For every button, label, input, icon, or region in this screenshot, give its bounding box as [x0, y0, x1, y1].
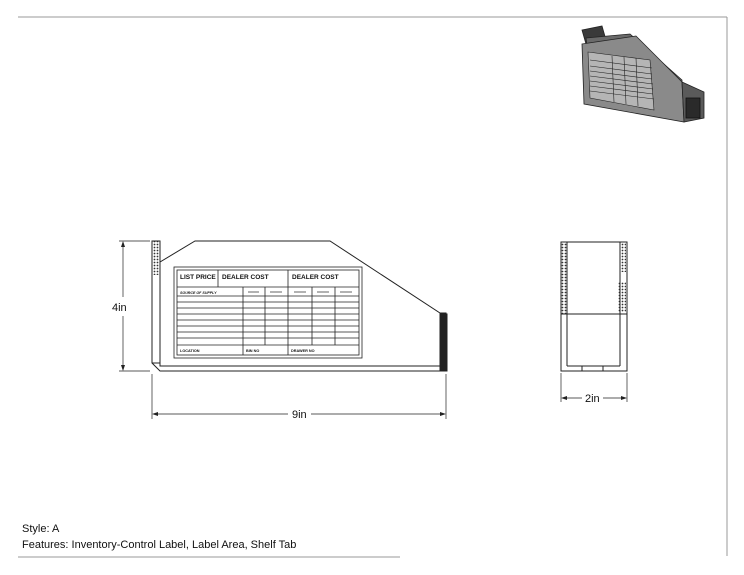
- inventory-control-label: [173, 266, 363, 359]
- front-view: [151, 240, 448, 372]
- depth-dimension-label: 2in: [585, 393, 600, 405]
- label-list-price: LIST PRICE: [180, 274, 216, 281]
- iso-shelf-tab: [685, 97, 701, 119]
- front-shelf-tab: [440, 313, 448, 372]
- side-left-hatch: [561, 242, 567, 314]
- height-dimension: [119, 240, 150, 372]
- label-drawer-no: DRAWER NO: [291, 349, 315, 353]
- label-location: LOCATION: [180, 349, 200, 353]
- side-right-hatch-top: [620, 242, 626, 272]
- side-shelf-tab-hatch: [618, 282, 626, 312]
- isometric-view: [581, 25, 705, 123]
- side-view-outline: [560, 241, 628, 372]
- depth-dimension: [560, 373, 628, 402]
- front-left-tab-hatch: [152, 241, 159, 275]
- front-view-inner-edge: [159, 262, 440, 367]
- width-dimension-label: 9in: [292, 409, 307, 421]
- label-dealer-cost-2: DEALER COST: [292, 274, 339, 281]
- features-caption: Features: Inventory-Control Label, Label…: [22, 539, 297, 551]
- label-dealer-cost-1: DEALER COST: [222, 274, 269, 281]
- style-caption: Style: A: [22, 523, 60, 535]
- sheet-border: [18, 16, 728, 558]
- height-dimension-label: 4in: [112, 302, 127, 314]
- width-dimension: [151, 374, 447, 419]
- side-view: [560, 241, 628, 372]
- label-source-of-supply: SOURCE OF SUPPLY: [180, 291, 217, 295]
- label-bin-no: BIN NO: [246, 349, 259, 353]
- iso-label-area: [587, 51, 655, 111]
